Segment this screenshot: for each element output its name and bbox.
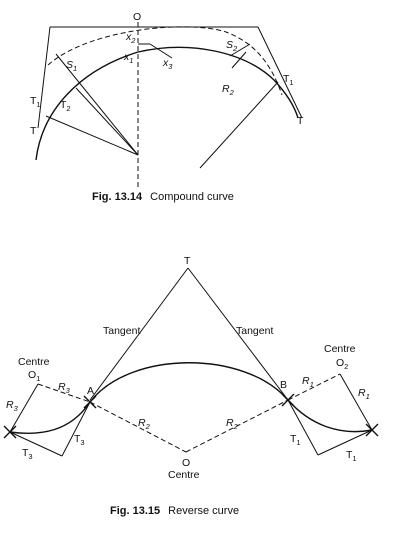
left-T3-bottom — [9, 431, 63, 457]
label-centre-right: Centre — [324, 343, 356, 355]
label-x1: x1 — [123, 51, 133, 65]
S2-tick — [229, 43, 251, 57]
label-O2: O2 — [336, 357, 348, 371]
label-R2-left: R2 — [138, 417, 151, 431]
marker-left-end — [3, 425, 17, 439]
label-S1: S1 — [66, 59, 77, 73]
right-tangent — [187, 267, 289, 401]
label-tangent-right: Tangent — [236, 325, 273, 337]
compound-curve-line — [35, 46, 299, 161]
label-R1-top: R1 — [302, 375, 314, 389]
left-R3-line — [9, 383, 39, 433]
label-R3-top: R3 — [58, 381, 71, 395]
label-T-right: T — [297, 115, 304, 127]
label-x3: x3 — [162, 57, 173, 71]
left-T3-side — [61, 401, 91, 457]
right-T1-bottom — [317, 429, 373, 456]
left-tangent-line — [37, 26, 51, 129]
label-R1-right: R1 — [358, 387, 370, 401]
outer-dashed-arc — [47, 26, 283, 96]
reverse-curve-figure: T Tangent Tangent Centre O1 R3 R3 A T3 T… — [3, 255, 379, 517]
right-R1-line — [339, 373, 373, 431]
label-T1-right: T1 — [283, 73, 294, 87]
radius-R2-line — [199, 81, 279, 169]
label-T-left: T — [30, 125, 37, 137]
label-R2: R2 — [222, 83, 235, 97]
label-O: O — [133, 11, 141, 23]
label-T3-right: T3 — [74, 433, 85, 447]
right-T1-side — [287, 399, 319, 456]
compound-curve-figure: O x2 x1 x3 S1 S2 T1 T2 T R2 T1 T Fig. 13… — [30, 11, 304, 203]
left-curve — [9, 401, 91, 434]
label-centre-bottom: Centre — [168, 469, 200, 481]
marker-right-end — [365, 423, 379, 437]
left-tangent — [89, 267, 189, 401]
x3-arrow — [149, 43, 173, 59]
radius-S1 — [55, 53, 139, 156]
label-x2: x2 — [125, 31, 136, 45]
label-O1: O1 — [28, 369, 40, 383]
left-R3-dashed — [37, 383, 91, 403]
label-R2-right: R2 — [226, 417, 239, 431]
label-T2: T2 — [60, 99, 71, 113]
R2-left-dashed — [89, 401, 187, 453]
right-R1-dashed — [287, 373, 341, 401]
R2-arrow — [231, 51, 247, 69]
label-S2: S2 — [226, 39, 238, 53]
radius-T1 — [45, 115, 139, 156]
label-A: A — [87, 385, 94, 397]
R2-right-dashed — [185, 399, 289, 453]
right-tangent-line — [257, 26, 303, 119]
label-T-apex: T — [184, 255, 191, 267]
label-T3-bottom: T3 — [22, 447, 33, 461]
label-tangent-left: Tangent — [103, 325, 140, 337]
right-curve — [287, 399, 373, 433]
marker-B — [281, 393, 295, 407]
label-O-centre: O — [182, 457, 190, 469]
label-T1-bottom: T1 — [346, 449, 357, 463]
radius-arrow-left — [75, 87, 139, 156]
label-T1-left: T1 — [30, 95, 41, 109]
label-T1-mid: T1 — [290, 433, 301, 447]
label-centre-left: Centre — [18, 356, 50, 368]
marker-A — [83, 395, 97, 409]
label-R3-left: R3 — [6, 399, 19, 413]
main-arc — [89, 362, 289, 403]
label-B: B — [280, 379, 287, 391]
